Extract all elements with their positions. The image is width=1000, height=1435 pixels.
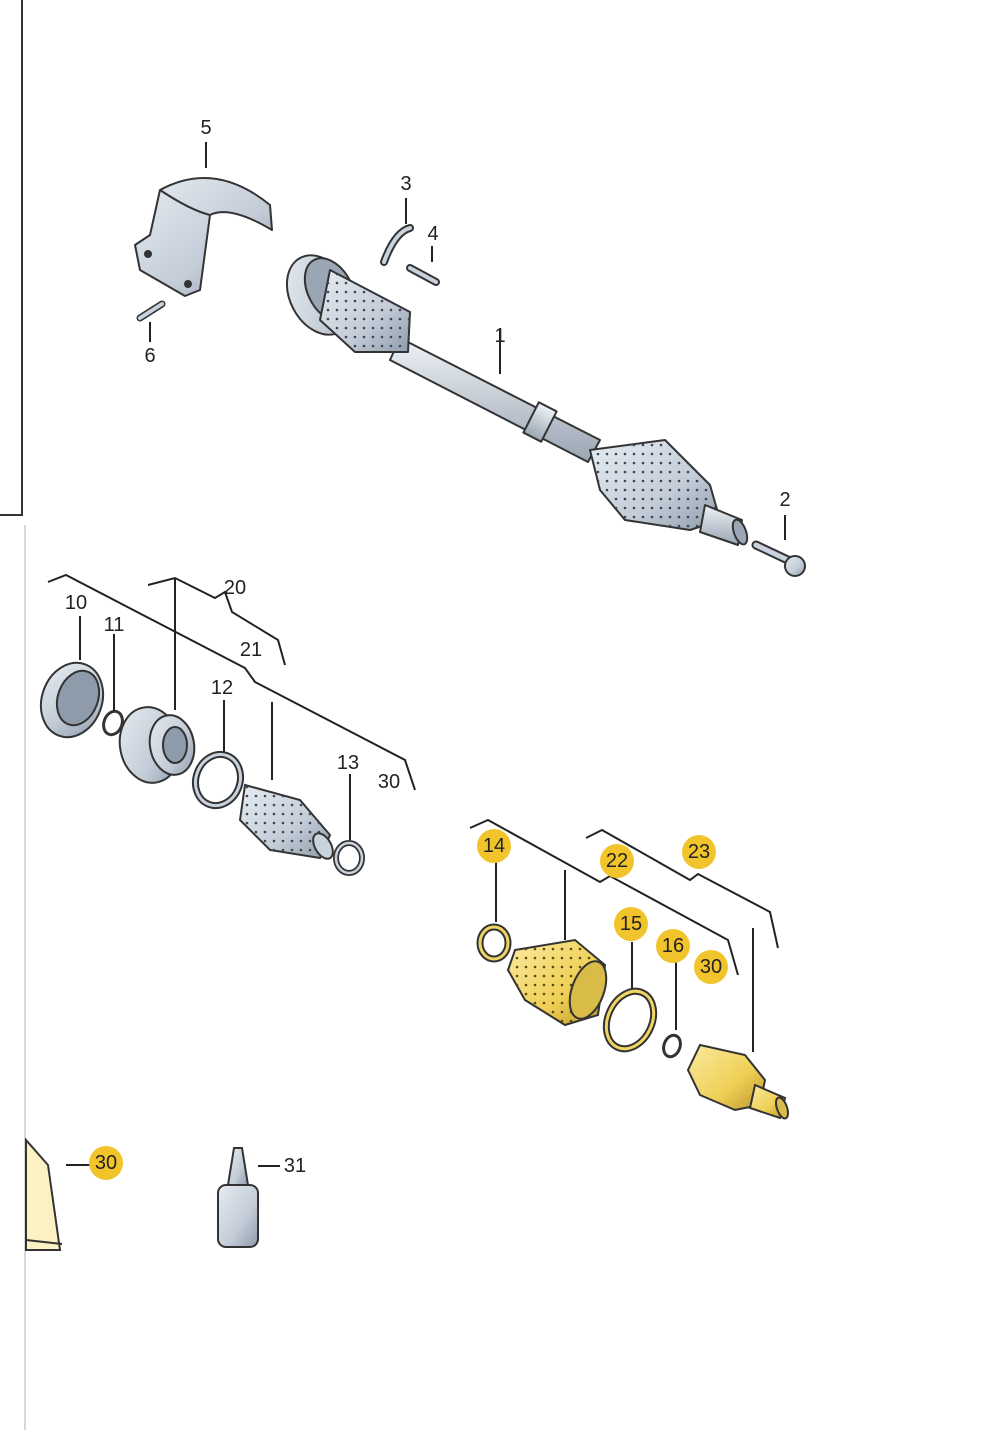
heat-shield-part (134, 177, 273, 297)
clamp-part-12 (191, 750, 245, 810)
callout-30-bottom: 30 (89, 1146, 123, 1180)
leader-lines-upper (149, 142, 786, 540)
callout-31: 31 (283, 1155, 307, 1177)
boot-part-gold (506, 938, 608, 1027)
circlip-part-16 (662, 1033, 682, 1059)
boot-part-left (238, 783, 334, 860)
leader-brackets-right-group (469, 818, 779, 1052)
sealant-tube-part-31 (217, 1147, 259, 1248)
callout-6: 6 (144, 345, 156, 367)
callout-30-right: 30 (694, 950, 728, 984)
clamp-part-13 (333, 840, 365, 876)
screw-part-4 (406, 264, 440, 286)
callout-10: 10 (64, 592, 88, 614)
clamp-part-15 (602, 987, 658, 1053)
callout-2: 2 (779, 489, 791, 511)
callout-14: 14 (477, 829, 511, 863)
bolt-part-2 (751, 540, 806, 577)
drive-shaft-part-1 (285, 254, 749, 546)
callout-23: 23 (682, 835, 716, 869)
frame-border (0, 0, 23, 516)
callout-3: 3 (400, 173, 412, 195)
callout-4: 4 (427, 223, 439, 245)
grease-pack-part-30 (25, 1137, 63, 1251)
circlip-part-11 (102, 709, 124, 737)
flange-part (118, 706, 196, 784)
callout-13: 13 (336, 752, 360, 774)
callout-1: 1 (494, 325, 506, 347)
callout-20: 20 (223, 577, 247, 599)
callout-12: 12 (210, 677, 234, 699)
leader-brackets-left-group (47, 573, 416, 840)
callout-16: 16 (656, 929, 690, 963)
callout-30-left: 30 (377, 771, 401, 793)
ring-part-10 (39, 661, 105, 739)
callout-15: 15 (614, 907, 648, 941)
bolt-part-6 (136, 300, 166, 322)
callout-21: 21 (239, 639, 263, 661)
callout-11: 11 (103, 614, 125, 636)
callout-22: 22 (600, 844, 634, 878)
cv-joint-part-23 (686, 1043, 790, 1120)
clamp-part-14 (476, 923, 512, 963)
callout-5: 5 (200, 117, 212, 139)
